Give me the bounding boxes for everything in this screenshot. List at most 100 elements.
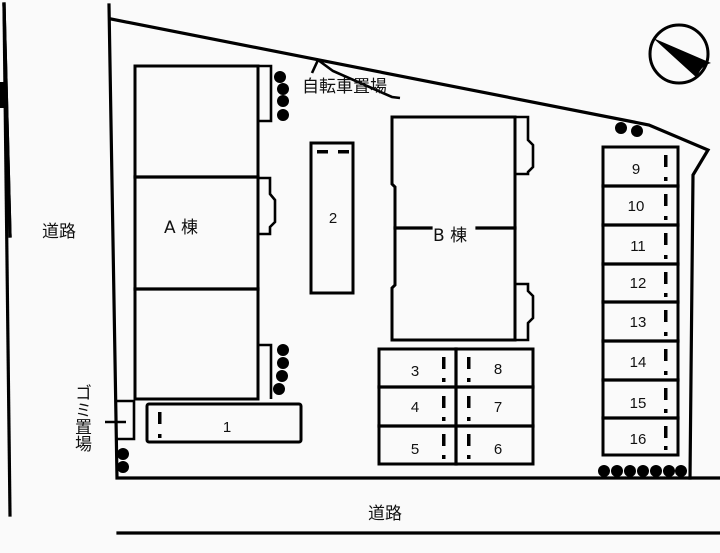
- parking-space-label: 16: [630, 431, 647, 448]
- bicycle-parking: 自転車置場: [302, 58, 401, 100]
- west-road: 道路: [0, 2, 76, 517]
- tree-icon: [277, 95, 289, 107]
- entry-mark-icon: [317, 150, 328, 154]
- entry-mark-icon: [442, 434, 446, 446]
- tree-icon: [276, 370, 288, 382]
- garbage-area-label-1: ゴミ置場: [71, 384, 92, 453]
- building-a-label: A 棟: [164, 218, 198, 238]
- parking-space-label: 7: [494, 399, 502, 416]
- building-b-balcony-2: [515, 282, 535, 342]
- parking-space-3[interactable]: 3: [411, 357, 446, 382]
- parking-space-label: 2: [329, 210, 337, 227]
- tree-icon: [637, 465, 649, 477]
- parking-space-15[interactable]: 15: [630, 388, 668, 413]
- west-road-far-line: [2, 4, 12, 517]
- entry-mark-icon: [664, 155, 668, 167]
- compass: [648, 23, 711, 85]
- parking-space-label: 3: [411, 363, 419, 380]
- parking-space-label: 6: [494, 441, 502, 458]
- tree-icon: [277, 357, 289, 369]
- parking-space-10[interactable]: 10: [628, 194, 668, 220]
- parking-space-label: 13: [630, 314, 647, 331]
- parking-space-label: 15: [630, 395, 647, 412]
- parking-space-label: 8: [494, 361, 502, 378]
- parking-space-14[interactable]: 14: [630, 349, 668, 375]
- entry-mark-icon: [467, 396, 471, 408]
- parking-space-label: 10: [628, 198, 645, 215]
- parking-space-label: 9: [632, 161, 640, 178]
- site-boundary-north-east: [109, 17, 711, 480]
- north-arrow-icon: [653, 38, 711, 78]
- west-road-marker: [0, 82, 4, 108]
- entry-mark-icon: [158, 412, 162, 424]
- entry-mark-icon: [467, 434, 471, 446]
- building-a-body: [133, 64, 260, 401]
- parking-space-2[interactable]: 2: [309, 141, 355, 295]
- parking-space-9[interactable]: 9: [632, 155, 668, 181]
- tree-icon: [624, 465, 636, 477]
- trees-a-south: [273, 344, 289, 395]
- parking-space-13[interactable]: 13: [630, 310, 668, 336]
- tree-icon: [117, 448, 129, 460]
- garbage-area-box: [117, 399, 136, 441]
- entry-mark-icon: [467, 357, 471, 369]
- building-b-label: B 棟: [433, 226, 467, 246]
- parking-space-16[interactable]: 16: [630, 426, 668, 450]
- trees-northeast: [615, 122, 643, 137]
- building-a-balcony-3: [258, 343, 273, 399]
- entry-mark-icon: [442, 396, 446, 408]
- entry-mark-icon: [664, 310, 668, 322]
- tree-icon: [277, 344, 289, 356]
- parking-block-east: 9 10 11 12 13 14 15: [601, 145, 680, 457]
- entry-mark-icon: [664, 388, 668, 400]
- south-road: 道路: [116, 504, 720, 535]
- building-a-balcony-1: [258, 64, 273, 123]
- tree-icon: [273, 383, 285, 395]
- parking-space-label: 14: [630, 354, 647, 371]
- tree-icon: [277, 83, 289, 95]
- entry-mark-icon: [664, 272, 668, 284]
- garbage-area: ゴミ置場: [71, 384, 136, 473]
- parking-space-label: 11: [630, 238, 646, 255]
- tree-icon: [675, 465, 687, 477]
- building-a-balcony-2: [258, 176, 277, 236]
- entry-mark-icon: [664, 349, 668, 361]
- trees-southeast-row: [598, 465, 687, 477]
- building-a: A 棟: [133, 64, 277, 401]
- tree-icon: [117, 461, 129, 473]
- parking-space-label: 1: [223, 419, 231, 436]
- parking-space-label: 5: [411, 441, 419, 458]
- parking-space-8[interactable]: 8: [467, 357, 502, 382]
- building-b-body: [390, 115, 517, 342]
- parking-space-1[interactable]: 1: [145, 402, 303, 444]
- trees-a-north: [274, 71, 289, 121]
- site-boundary-west-south: [107, 3, 720, 480]
- entry-mark-icon: [664, 194, 668, 206]
- parking-space-7[interactable]: 7: [467, 396, 502, 421]
- bicycle-parking-leader: [310, 58, 401, 100]
- parking-space-5[interactable]: 5: [411, 434, 446, 459]
- site-boundary: [107, 3, 720, 480]
- tree-icon: [615, 122, 627, 134]
- building-b-balcony-1: [515, 115, 535, 176]
- entry-mark-icon: [664, 233, 668, 245]
- compass-circle: [648, 23, 710, 85]
- tree-icon: [274, 71, 286, 83]
- parking-space-label: 12: [630, 275, 647, 292]
- entry-mark-icon: [442, 357, 446, 369]
- parking-space-4[interactable]: 4: [411, 396, 446, 421]
- parking-space-label: 4: [411, 399, 419, 416]
- tree-icon: [598, 465, 610, 477]
- tree-icon: [611, 465, 623, 477]
- parking-space-11[interactable]: 11: [630, 233, 668, 259]
- entry-mark-icon: [664, 426, 668, 438]
- building-b: B 棟: [390, 115, 535, 342]
- parking-space-12[interactable]: 12: [630, 272, 668, 297]
- tree-icon: [650, 465, 662, 477]
- west-road-label: 道路: [42, 222, 76, 242]
- tree-icon: [663, 465, 675, 477]
- south-road-label: 道路: [368, 504, 402, 524]
- parking-space-6[interactable]: 6: [467, 434, 502, 459]
- tree-icon: [631, 125, 643, 137]
